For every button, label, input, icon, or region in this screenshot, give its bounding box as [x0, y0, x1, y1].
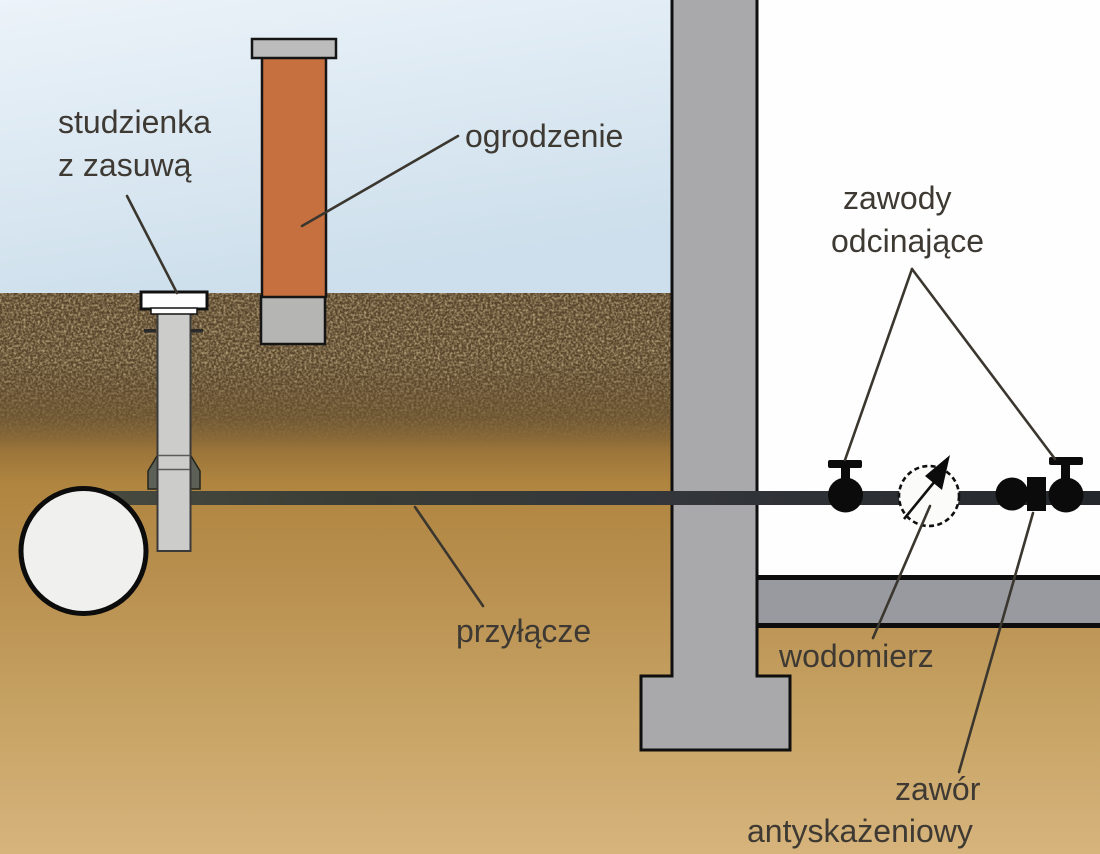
- backflow-valve-icon: [995, 477, 1046, 511]
- leader-line-backflow: [957, 511, 1035, 774]
- leader-line-meter: [871, 504, 932, 640]
- building-wall-and-footing: [639, 0, 792, 752]
- label-backflow-line1: zawór: [895, 771, 981, 807]
- leader-line-manhole: [125, 194, 179, 295]
- label-manhole-line1: studzienka: [58, 104, 211, 140]
- water-main-icon: [18, 486, 149, 616]
- label-shutoff-valves-line1: zawody: [843, 180, 952, 216]
- manhole-cap-lip: [150, 307, 198, 315]
- manhole-cap: [139, 290, 209, 311]
- label-shutoff-valves-line2: odcinające: [831, 223, 984, 259]
- floor-slab: [754, 575, 1100, 628]
- fence-post: [250, 37, 338, 346]
- label-fence: ogrodzenie: [465, 118, 623, 154]
- fence-post-body: [260, 55, 328, 299]
- water-meter-icon: [897, 455, 961, 528]
- shutoff-valve-left-icon: [828, 460, 863, 513]
- label-service-pipe: przyłącze: [456, 613, 591, 649]
- leader-line-fence: [300, 134, 460, 228]
- manhole-with-gate-valve: [139, 290, 209, 552]
- leader-line-valve-right: [910, 267, 1057, 461]
- label-manhole-line2: z zasuwą: [58, 147, 192, 183]
- meter-arrow-icon: [925, 455, 950, 490]
- label-water-meter: wodomierz: [778, 638, 934, 674]
- shaft-seam-lines: [158, 454, 190, 471]
- sky-region: [0, 0, 675, 293]
- fence-post-cap: [250, 37, 338, 60]
- fence-foundation: [259, 294, 327, 346]
- manhole-shaft: [156, 308, 192, 552]
- label-backflow-line2: antyskażeniowy: [747, 813, 973, 849]
- leader-line-pipe: [413, 505, 485, 608]
- shutoff-valve-right-icon: [1048, 457, 1084, 513]
- leader-line-valve-left: [843, 267, 914, 462]
- shaft-tick-right: [191, 329, 203, 333]
- shaft-tick-left: [144, 329, 156, 333]
